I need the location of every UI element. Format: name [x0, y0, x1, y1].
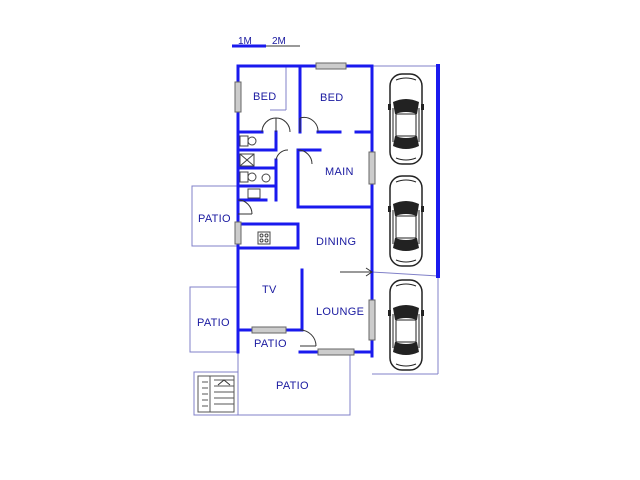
room-label-lounge: LOUNGE [316, 306, 364, 318]
room-label-patio-entrance: PATIO [254, 338, 287, 350]
stove-icon [257, 231, 271, 245]
scale-label-2m: 2M [272, 36, 286, 47]
room-labels: BED BED MAIN DINING TV LOUNGE PATIO PATI… [197, 91, 364, 392]
fixtures [239, 135, 271, 245]
kitchen-sink-icon [247, 188, 261, 199]
door-lounge [299, 329, 317, 347]
car-icon [388, 279, 424, 371]
scale-bar: 1M 2M [232, 36, 300, 48]
door-bed-1 [261, 117, 277, 133]
room-label-patio-lower-left: PATIO [197, 317, 230, 329]
stairs [197, 375, 235, 413]
basin-icon [261, 173, 271, 183]
door-passage [275, 117, 291, 133]
door-bath [275, 149, 289, 161]
car-icon [388, 73, 424, 165]
room-label-tv: TV [262, 284, 277, 296]
toilet-icon [239, 135, 249, 147]
carport-divider [371, 271, 439, 277]
windows [234, 62, 376, 356]
door-main [297, 149, 313, 165]
scale-label-1m: 1M [238, 36, 252, 47]
room-label-main: MAIN [325, 166, 354, 178]
room-label-bed-1: BED [253, 91, 277, 103]
door-bed-2 [299, 116, 319, 133]
room-label-dining: DINING [316, 236, 356, 248]
toilet-bowl-icon [247, 136, 257, 146]
toilet-2-icon [239, 171, 249, 183]
carport-cars [388, 73, 424, 371]
stair-outline [193, 371, 239, 416]
door-swings [237, 116, 373, 347]
room-label-bed-2: BED [320, 92, 344, 104]
room-label-patio-upper-left: PATIO [198, 213, 231, 225]
room-label-patio-front: PATIO [276, 380, 309, 392]
door-kitchen-patio [237, 199, 253, 215]
car-icon [388, 175, 424, 267]
